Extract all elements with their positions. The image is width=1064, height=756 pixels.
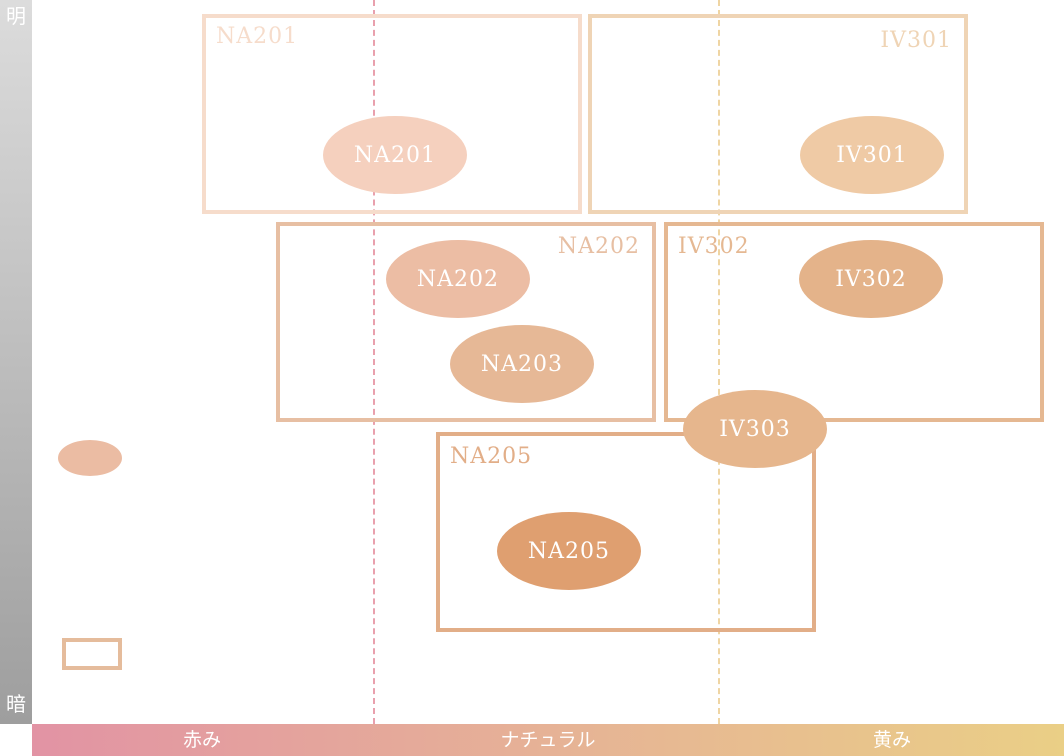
- group-label-na205: NA205: [450, 444, 533, 469]
- undertone-axis-bar: 赤み ナチュラル 黄み: [32, 724, 1064, 756]
- legend-shade-marker: [58, 440, 122, 476]
- group-label-na202: NA202: [557, 234, 640, 259]
- legend-group-marker: [62, 638, 122, 670]
- shade-na201: NA201: [323, 116, 467, 194]
- group-box-na202: NA202: [276, 222, 656, 422]
- group-label-na201: NA201: [216, 24, 299, 49]
- group-box-na205: NA205: [436, 432, 816, 632]
- yellowish-label: 黄み: [872, 729, 911, 751]
- shade-na205: NA205: [497, 512, 641, 590]
- group-box-iv302: IV302: [664, 222, 1044, 422]
- group-label-iv301: IV301: [880, 28, 952, 53]
- shade-na203: NA203: [450, 325, 594, 403]
- group-label-iv302: IV302: [678, 234, 750, 259]
- bright-label: 明: [6, 4, 26, 28]
- group-box-na201: NA201: [202, 14, 582, 214]
- red-guide-line: [373, 0, 375, 724]
- shade-iv303: IV303: [683, 390, 827, 468]
- shade-iv301: IV301: [800, 116, 944, 194]
- reddish-label: 赤み: [182, 729, 221, 751]
- natural-label: ナチュラル: [500, 729, 596, 751]
- shade-iv302: IV302: [799, 240, 943, 318]
- shade-na202: NA202: [386, 240, 530, 318]
- yellow-guide-line: [718, 0, 720, 724]
- group-box-iv301: IV301: [588, 14, 968, 214]
- dark-label: 暗: [6, 692, 26, 716]
- brightness-axis-bar: 明 暗: [0, 0, 32, 724]
